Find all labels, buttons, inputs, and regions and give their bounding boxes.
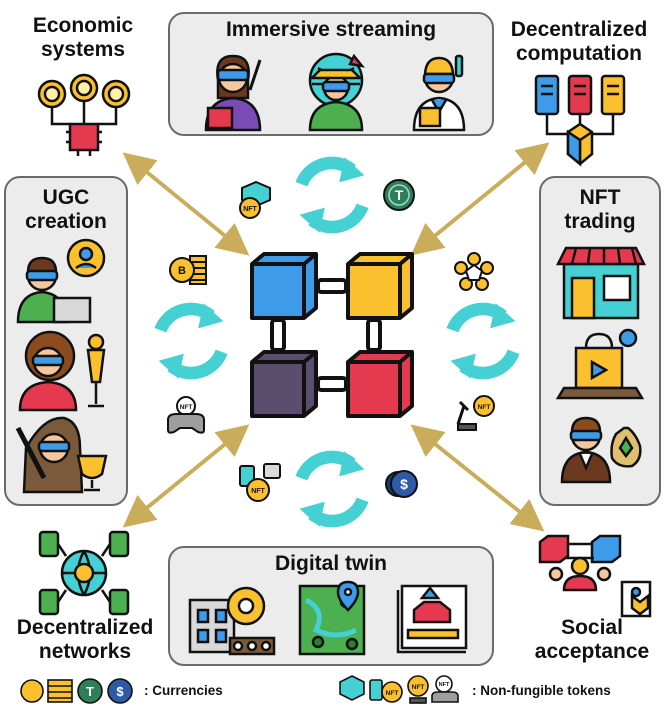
nft-gamepad-text: NFT (180, 404, 193, 411)
cycle-icon-bottom (295, 450, 369, 528)
map-board-icon (298, 580, 366, 656)
nft-photo-token-icon: NFT (239, 463, 281, 502)
legend-currency-icons: T $ (20, 678, 133, 704)
legend-tether-text: T (86, 684, 94, 699)
teacher-vr-icon (204, 54, 262, 132)
bitcoin-stack-icon: B (169, 255, 207, 285)
economic-coins-icon (37, 73, 131, 156)
legend-nft: : Non-fungible tokens (472, 683, 611, 698)
cycle-icon-top (295, 156, 369, 234)
legend-nft-text-3: NFT (439, 682, 450, 688)
scientist-vr-icon (412, 54, 466, 132)
nft-gamepad-icon: NFT (167, 396, 205, 434)
tether-coin-text: T (395, 187, 404, 203)
label-decentralized-networks: Decentralized networks (16, 616, 154, 663)
legend-nft-text-1: NFT (386, 690, 399, 697)
nft-cube-token-icon: NFT (239, 180, 271, 219)
bitcoin-stack-text: B (178, 265, 186, 277)
label-decentralized-computation: Decentralized computation (510, 18, 648, 65)
gamer-trophy-icon (15, 416, 108, 494)
designer-mannequin-icon (18, 330, 106, 412)
car-blueprint-icon (396, 584, 468, 654)
arrow-bottom-right (410, 424, 545, 532)
arrow-bottom-left (122, 424, 250, 528)
blockchain-cubes-icon (250, 252, 414, 418)
nft-auction-icon: NFT (456, 395, 495, 431)
label-immersive-streaming: Immersive streaming (225, 18, 437, 41)
dollar-coin-text: $ (400, 476, 408, 492)
label-digital-twin: Digital twin (275, 552, 387, 575)
nft-cube-token-text: NFT (243, 206, 257, 213)
legend-dollar-text: $ (116, 684, 124, 699)
investor-moneybag-icon (560, 416, 642, 484)
legend-currencies: : Currencies (144, 683, 223, 698)
shop-storefront-icon (555, 246, 647, 320)
legend-nft-icons: NFT NFT NFT (339, 675, 459, 704)
computation-servers-icon (534, 74, 626, 167)
legend-nft-text-2: NFT (412, 684, 425, 691)
tether-coin-icon: T (383, 179, 415, 211)
coin-ring-icon (454, 252, 494, 291)
nft-photo-token-text: NFT (251, 488, 265, 495)
cycle-icon-right (446, 302, 520, 380)
label-ugc-creation: UGC creation (25, 186, 107, 233)
laptop-shopping-icon (555, 328, 645, 400)
network-globe-icon (38, 530, 130, 616)
creator-laptop-icon (16, 238, 106, 324)
label-nft-trading: NFT trading (564, 186, 636, 233)
traveler-vr-icon (308, 52, 366, 132)
cycle-icon-left (154, 302, 228, 380)
arrow-top-right (410, 142, 550, 256)
factory-gear-icon (188, 586, 276, 656)
arrow-top-left (122, 152, 250, 256)
dollar-coin-icon: $ (385, 470, 418, 498)
social-group-icon (538, 534, 652, 618)
label-social-acceptance: Social acceptance (534, 616, 650, 663)
nft-auction-text: NFT (478, 404, 491, 411)
label-economic-systems: Economic systems (32, 14, 134, 61)
